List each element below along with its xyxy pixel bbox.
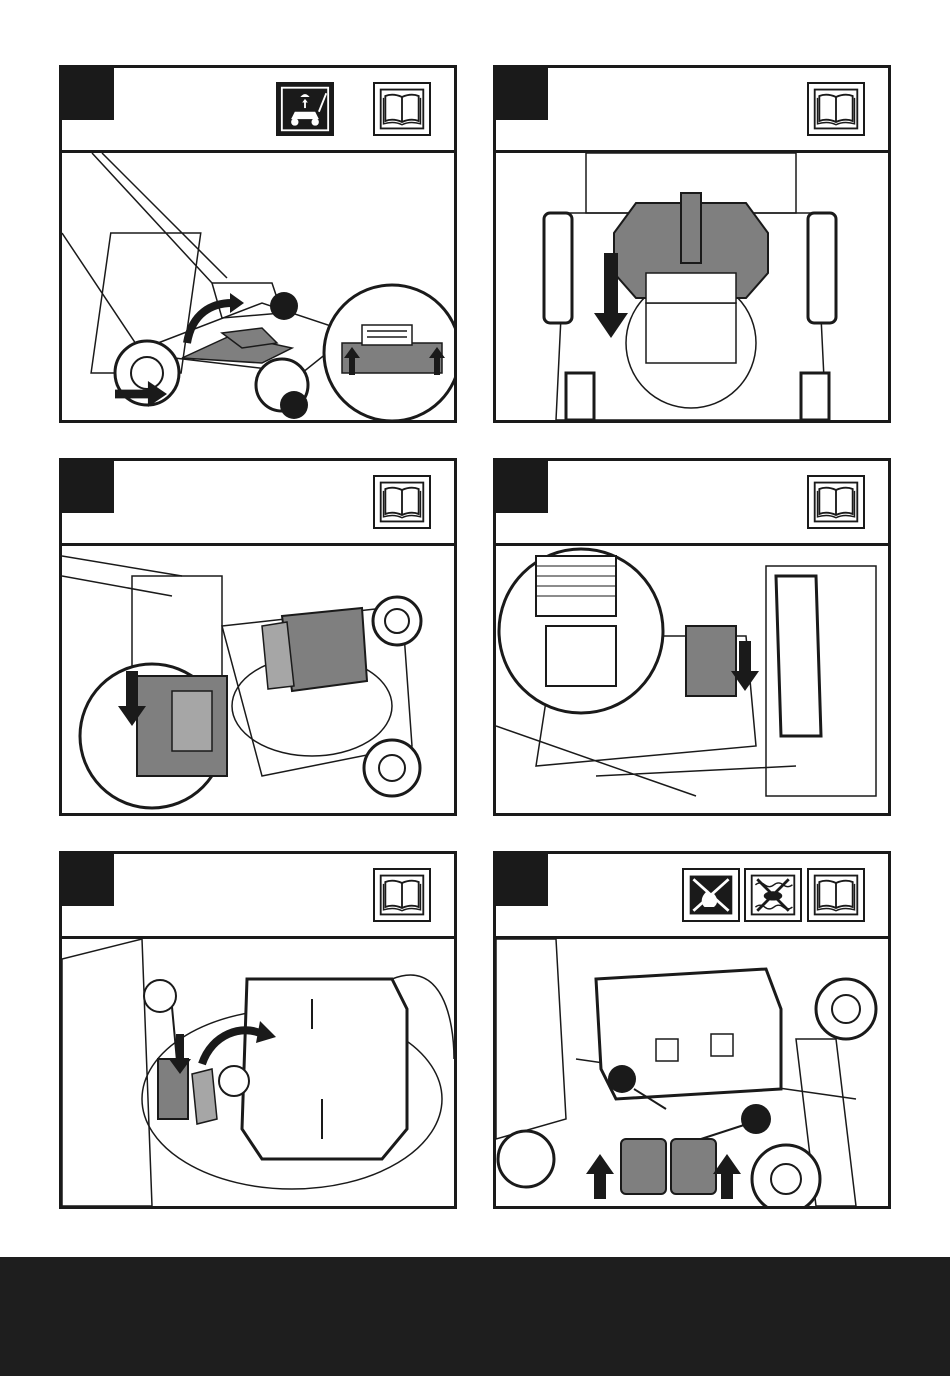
read-manual-icon [373,868,431,922]
callout-a [608,1065,636,1093]
step-header [496,461,888,546]
step-number-box [496,854,548,906]
read-manual-icon [807,868,865,922]
mower-illustration [62,153,454,420]
read-manual-icon [807,475,865,529]
step-number-box [62,68,114,120]
callout-a [270,292,298,320]
step-panel-2 [493,65,891,423]
footer-bar [0,1257,950,1376]
battery-connect-illustration [62,546,454,813]
step-header [62,854,454,939]
step-number-box [62,854,114,906]
step-panel-4 [493,458,891,816]
read-manual-icon [373,82,431,136]
step-header [62,68,454,153]
do-not-burn-icon [682,868,740,922]
battery-pair-remove-illustration [496,939,888,1206]
step-header [496,68,888,153]
callout-b [741,1104,771,1134]
step-header [496,854,888,939]
battery-remove-illustration [62,939,454,1206]
step-header [62,461,454,546]
do-not-immerse-icon [744,868,802,922]
step-panel-3 [59,458,457,816]
step-panel-1 [59,65,457,423]
battery-insert-illustration [496,153,888,420]
step-number-box [62,461,114,513]
read-manual-icon [373,475,431,529]
callout-b [280,391,308,419]
step-panel-5 [59,851,457,1209]
step-number-box [496,68,548,120]
step-number-box [496,461,548,513]
step-panel-6 [493,851,891,1209]
battery-cover-illustration [496,546,888,813]
lawn-mower-remove-cover-icon [276,82,334,136]
read-manual-icon [807,82,865,136]
callout-b [219,1066,249,1096]
